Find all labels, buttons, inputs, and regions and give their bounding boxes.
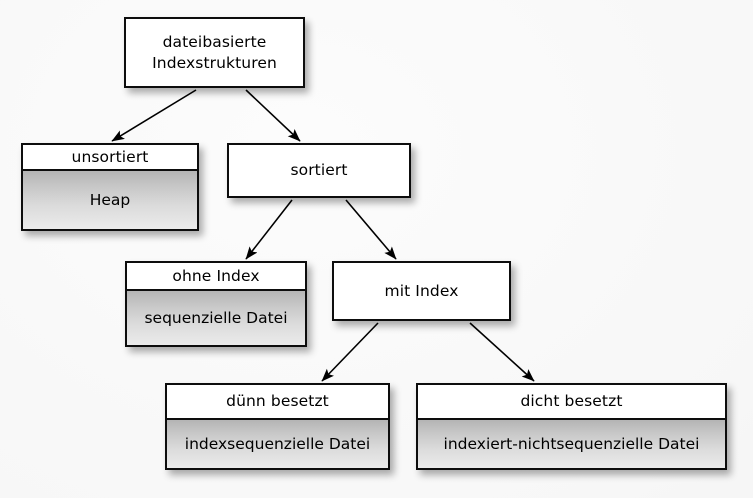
node-title: dicht besetzt	[418, 385, 725, 418]
node-title: dateibasierte Indexstrukturen	[126, 19, 303, 86]
edge-mit-index-to-dicht-besetzt	[469, 322, 535, 382]
node-title: dünn besetzt	[167, 385, 388, 418]
edge-sortiert-to-mit-index	[345, 199, 397, 260]
node-subtitle: Heap	[23, 169, 197, 229]
node-subtitle: indexsequenzielle Datei	[167, 418, 388, 468]
node-title: ohne Index	[127, 263, 305, 289]
node-title: sortiert	[229, 145, 409, 196]
edge-root-to-unsortiert	[111, 89, 197, 142]
node-root[interactable]: dateibasierte Indexstrukturen	[124, 17, 305, 88]
node-sortiert[interactable]: sortiert	[227, 143, 411, 198]
edge-sortiert-to-ohne-index	[245, 199, 293, 260]
node-mit-index[interactable]: mit Index	[332, 261, 511, 321]
edge-root-to-sortiert	[245, 89, 301, 142]
node-title: mit Index	[334, 263, 509, 319]
node-subtitle: indexiert-nichtsequenzielle Datei	[418, 418, 725, 468]
edge-mit-index-to-duenn-besetzt	[321, 322, 379, 382]
node-title: unsortiert	[23, 145, 197, 170]
node-subtitle: sequenzielle Datei	[127, 289, 305, 345]
